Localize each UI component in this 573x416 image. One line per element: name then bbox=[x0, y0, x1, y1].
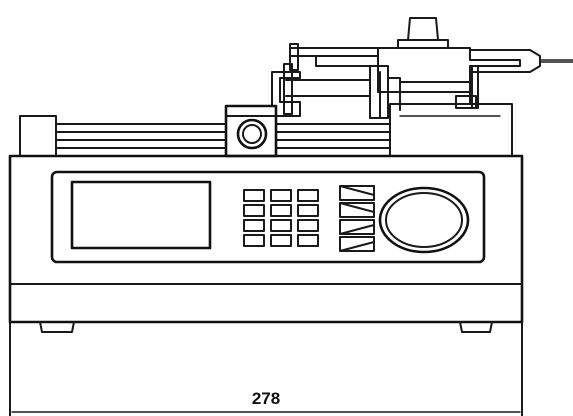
lcd-display bbox=[70, 180, 212, 250]
carriage-mount bbox=[389, 103, 513, 157]
keypad-key[interactable] bbox=[243, 189, 265, 202]
clamp-bracket bbox=[369, 65, 389, 119]
pump-body bbox=[8, 154, 524, 333]
arrow-up-button[interactable] bbox=[339, 185, 375, 201]
syringe-holder-block bbox=[377, 47, 521, 93]
arrow-down-button[interactable] bbox=[339, 219, 375, 235]
pusher-bracket-inner bbox=[285, 79, 371, 97]
arrow-up-button[interactable] bbox=[339, 202, 375, 218]
keypad-key[interactable] bbox=[297, 219, 319, 232]
plunger-head bbox=[289, 43, 299, 71]
keypad-key[interactable] bbox=[270, 219, 292, 232]
keypad-key[interactable] bbox=[297, 189, 319, 202]
width-label: 278 bbox=[252, 389, 280, 408]
pusher-knob bbox=[407, 17, 439, 41]
pusher-column bbox=[283, 63, 293, 115]
control-dial[interactable] bbox=[378, 186, 470, 254]
carriage-knob-inner bbox=[242, 124, 262, 144]
guide-rails bbox=[19, 104, 391, 158]
keypad-key[interactable] bbox=[270, 234, 292, 247]
keypad-key[interactable] bbox=[243, 204, 265, 217]
keypad-key[interactable] bbox=[270, 204, 292, 217]
width-dimension: 278 bbox=[9, 321, 523, 416]
left-end-block bbox=[19, 115, 57, 157]
keypad-key[interactable] bbox=[243, 219, 265, 232]
keypad-key[interactable] bbox=[270, 189, 292, 202]
pusher-bracket bbox=[271, 71, 301, 117]
control-dial-ring bbox=[385, 192, 463, 248]
arrow-buttons bbox=[339, 185, 375, 252]
syringe-barrel bbox=[469, 49, 541, 73]
keypad bbox=[243, 189, 319, 247]
foot-right bbox=[459, 321, 493, 333]
keypad-key[interactable] bbox=[243, 234, 265, 247]
plunger-rod bbox=[289, 47, 379, 67]
knob-base bbox=[397, 39, 449, 49]
keypad-key[interactable] bbox=[297, 204, 319, 217]
keypad-key[interactable] bbox=[297, 234, 319, 247]
arrow-down-button[interactable] bbox=[339, 236, 375, 252]
syringe-assembly bbox=[271, 17, 573, 157]
support-post-right bbox=[471, 65, 479, 109]
foot-left bbox=[39, 321, 75, 333]
control-panel bbox=[50, 170, 486, 264]
